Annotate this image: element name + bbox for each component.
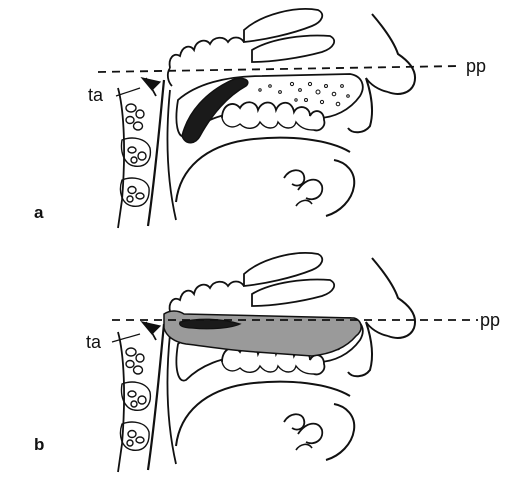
label-ta-a: ta bbox=[88, 85, 104, 105]
label-pp-b: pp bbox=[480, 310, 500, 330]
ta-leader-b bbox=[112, 334, 140, 342]
label-pp-a: pp bbox=[466, 56, 486, 76]
label-ta-b: ta bbox=[86, 332, 102, 352]
palatal-plane-line-a bbox=[98, 66, 460, 72]
panel-letter-b: b bbox=[34, 435, 44, 454]
panel-letter-a: a bbox=[34, 203, 44, 222]
panel-a: ta pp a bbox=[34, 9, 486, 228]
panel-b: ta pp b bbox=[34, 253, 500, 472]
